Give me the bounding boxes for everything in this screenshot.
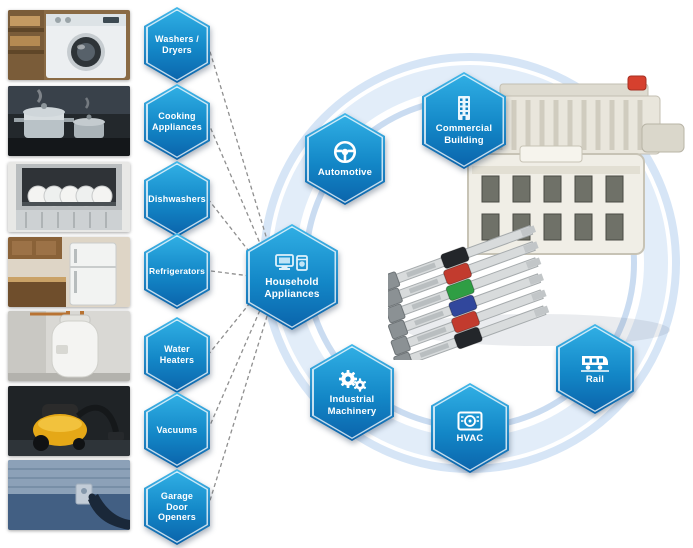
- dishwasher-image: [8, 162, 130, 232]
- terminal-strip: [388, 241, 539, 308]
- hex-water-heaters: Water Heaters: [144, 317, 210, 393]
- vacuum-photo: [8, 386, 130, 456]
- air-conditioner-icon: [457, 411, 483, 431]
- hexagon-label: HVAC: [456, 433, 484, 445]
- hexagon-label: Commercial Building: [435, 123, 493, 146]
- hexagon-label: Industrial Machinery: [327, 394, 377, 417]
- hex-washers-dryers: Washers / Dryers: [144, 7, 210, 83]
- hexagon-label: Household Appliances: [264, 277, 320, 300]
- hexagon-label: Water Heaters: [159, 344, 195, 365]
- refrigerator-image: [8, 237, 130, 307]
- terminal-strip: [388, 257, 542, 324]
- connector-top-stack: [487, 75, 685, 155]
- terminal-strip: [393, 305, 550, 360]
- hexagon-label: Automotive: [317, 167, 373, 179]
- vacuum-image: [8, 386, 130, 456]
- train-icon: [581, 356, 609, 373]
- wire-to-board-connector-photo: [388, 75, 685, 360]
- hexagon-label: Vacuums: [156, 424, 198, 435]
- garage-door-opener-photo: [8, 460, 130, 530]
- cooking-appliances-photo: [8, 86, 130, 156]
- hex-automotive: Automotive: [305, 113, 385, 205]
- hex-vacuums: Vacuums: [144, 392, 210, 468]
- appliances-icon: [275, 254, 308, 272]
- gears-icon: [339, 370, 367, 392]
- refrigerator-photo: [8, 237, 130, 307]
- side-bracket: [641, 123, 685, 153]
- wire-seal: [445, 278, 475, 301]
- terminal-strip: [390, 289, 547, 356]
- red-latch: [627, 75, 647, 91]
- hexagon-label: Refrigerators: [149, 265, 205, 276]
- hexagon-label: Garage Door Openers: [158, 491, 196, 523]
- hex-garage-door-openers: Garage Door Openers: [144, 469, 210, 545]
- connector-housing: [467, 145, 645, 255]
- hexagon-fill: Industrial Machinery: [313, 347, 391, 438]
- dashed-line-garage: [207, 299, 273, 508]
- terminal-strip: [388, 273, 544, 340]
- hexagon-fill: HVAC: [434, 386, 506, 470]
- hexagon-label: Rail: [585, 374, 605, 386]
- hex-household-appliances: Household Appliances: [246, 224, 338, 330]
- wire-seal: [443, 262, 473, 285]
- dashed-line-washers: [207, 44, 273, 257]
- dashed-line-cooking: [207, 121, 269, 263]
- hexagon-label: Cooking Appliances: [152, 111, 203, 132]
- wire-seal: [448, 294, 478, 318]
- hex-rail: Rail: [556, 324, 634, 414]
- dashed-line-refrigerators: [210, 270, 251, 277]
- hex-hvac: HVAC: [431, 383, 509, 473]
- steering-wheel-icon: [333, 141, 357, 164]
- office-building-icon: [458, 96, 470, 121]
- hex-commercial-building: Commercial Building: [422, 72, 506, 169]
- terminal-strips: [388, 225, 550, 360]
- hex-refrigerators: Refrigerators: [144, 233, 210, 309]
- water-heater-image: [8, 311, 130, 381]
- dashed-line-vacuums: [207, 293, 268, 431]
- hex-cooking-appliances: Cooking Appliances: [144, 84, 210, 160]
- wire-seal: [453, 326, 483, 350]
- washer-dryer-photo: [8, 10, 130, 80]
- hexagon-label: Dishwashers: [148, 193, 206, 204]
- dishwasher-photo: [8, 162, 130, 232]
- wire-seal: [440, 246, 470, 269]
- hex-industrial-machinery: Industrial Machinery: [310, 344, 394, 441]
- hexagon-label: Washers / Dryers: [155, 34, 199, 55]
- cooking-appliances-image: [8, 86, 130, 156]
- garage-door-opener-image: [8, 460, 130, 530]
- hex-dishwashers: Dishwashers: [144, 161, 210, 237]
- hexagon-fill: Commercial Building: [425, 75, 503, 166]
- washer-dryer-image: [8, 10, 130, 80]
- water-heater-photo: [8, 311, 130, 381]
- terminal-strip: [388, 225, 536, 292]
- wire-seal: [451, 310, 480, 334]
